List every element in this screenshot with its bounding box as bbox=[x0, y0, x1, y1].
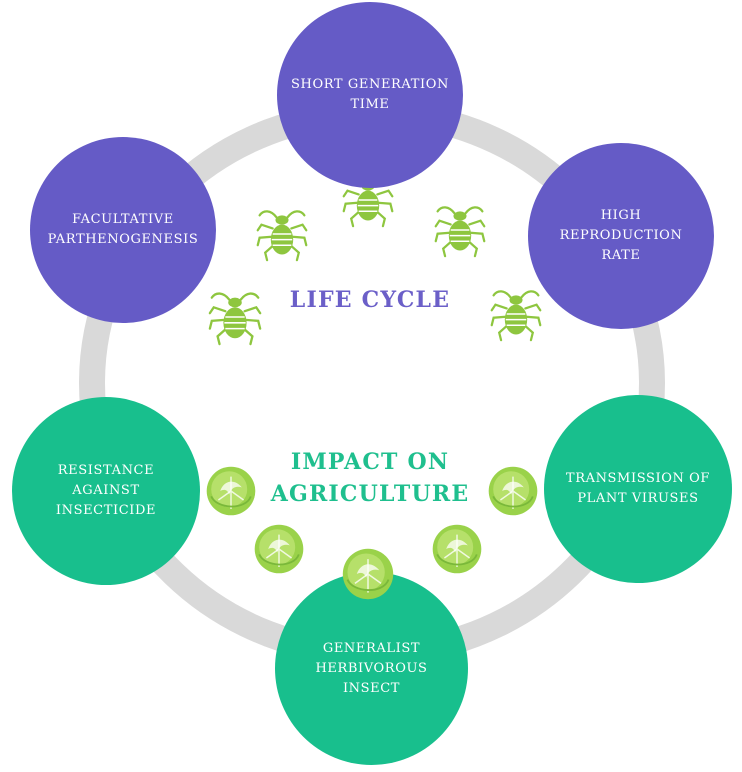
lettuce-icon bbox=[430, 522, 484, 576]
aphid-icon bbox=[432, 202, 488, 258]
life-cycle-title: LIFE CYCLE bbox=[289, 287, 451, 313]
node-label: GENERALIST HERBIVOROUS INSECT bbox=[315, 640, 428, 696]
node-high-reproduction-rate: HIGH REPRODUCTION RATE bbox=[528, 143, 714, 329]
node-short-generation-time: SHORT GENERATION TIME bbox=[277, 2, 463, 188]
node-generalist-herbivorous-insect: GENERALIST HERBIVOROUS INSECT bbox=[275, 572, 468, 765]
node-resistance-against-insecticide: RESISTANCE AGAINST INSECTICIDE bbox=[12, 397, 200, 585]
node-label: SHORT GENERATION TIME bbox=[291, 77, 449, 112]
node-label: HIGH REPRODUCTION RATE bbox=[559, 208, 683, 263]
lettuce-icon bbox=[340, 546, 396, 602]
aphid-icon bbox=[254, 206, 310, 262]
impact-on-agriculture-title: IMPACT ON AGRICULTURE bbox=[270, 449, 470, 507]
node-facultative-parthenogenesis: FACULTATIVE PARTHENOGENESIS bbox=[30, 137, 216, 323]
node-label: TRANSMISSION OF PLANT VIRUSES bbox=[565, 471, 711, 506]
node-label: FACULTATIVE PARTHENOGENESIS bbox=[47, 212, 199, 247]
lettuce-icon bbox=[252, 522, 306, 576]
node-label: RESISTANCE AGAINST INSECTICIDE bbox=[55, 463, 157, 518]
node-transmission-of-plant-viruses: TRANSMISSION OF PLANT VIRUSES bbox=[544, 395, 732, 583]
